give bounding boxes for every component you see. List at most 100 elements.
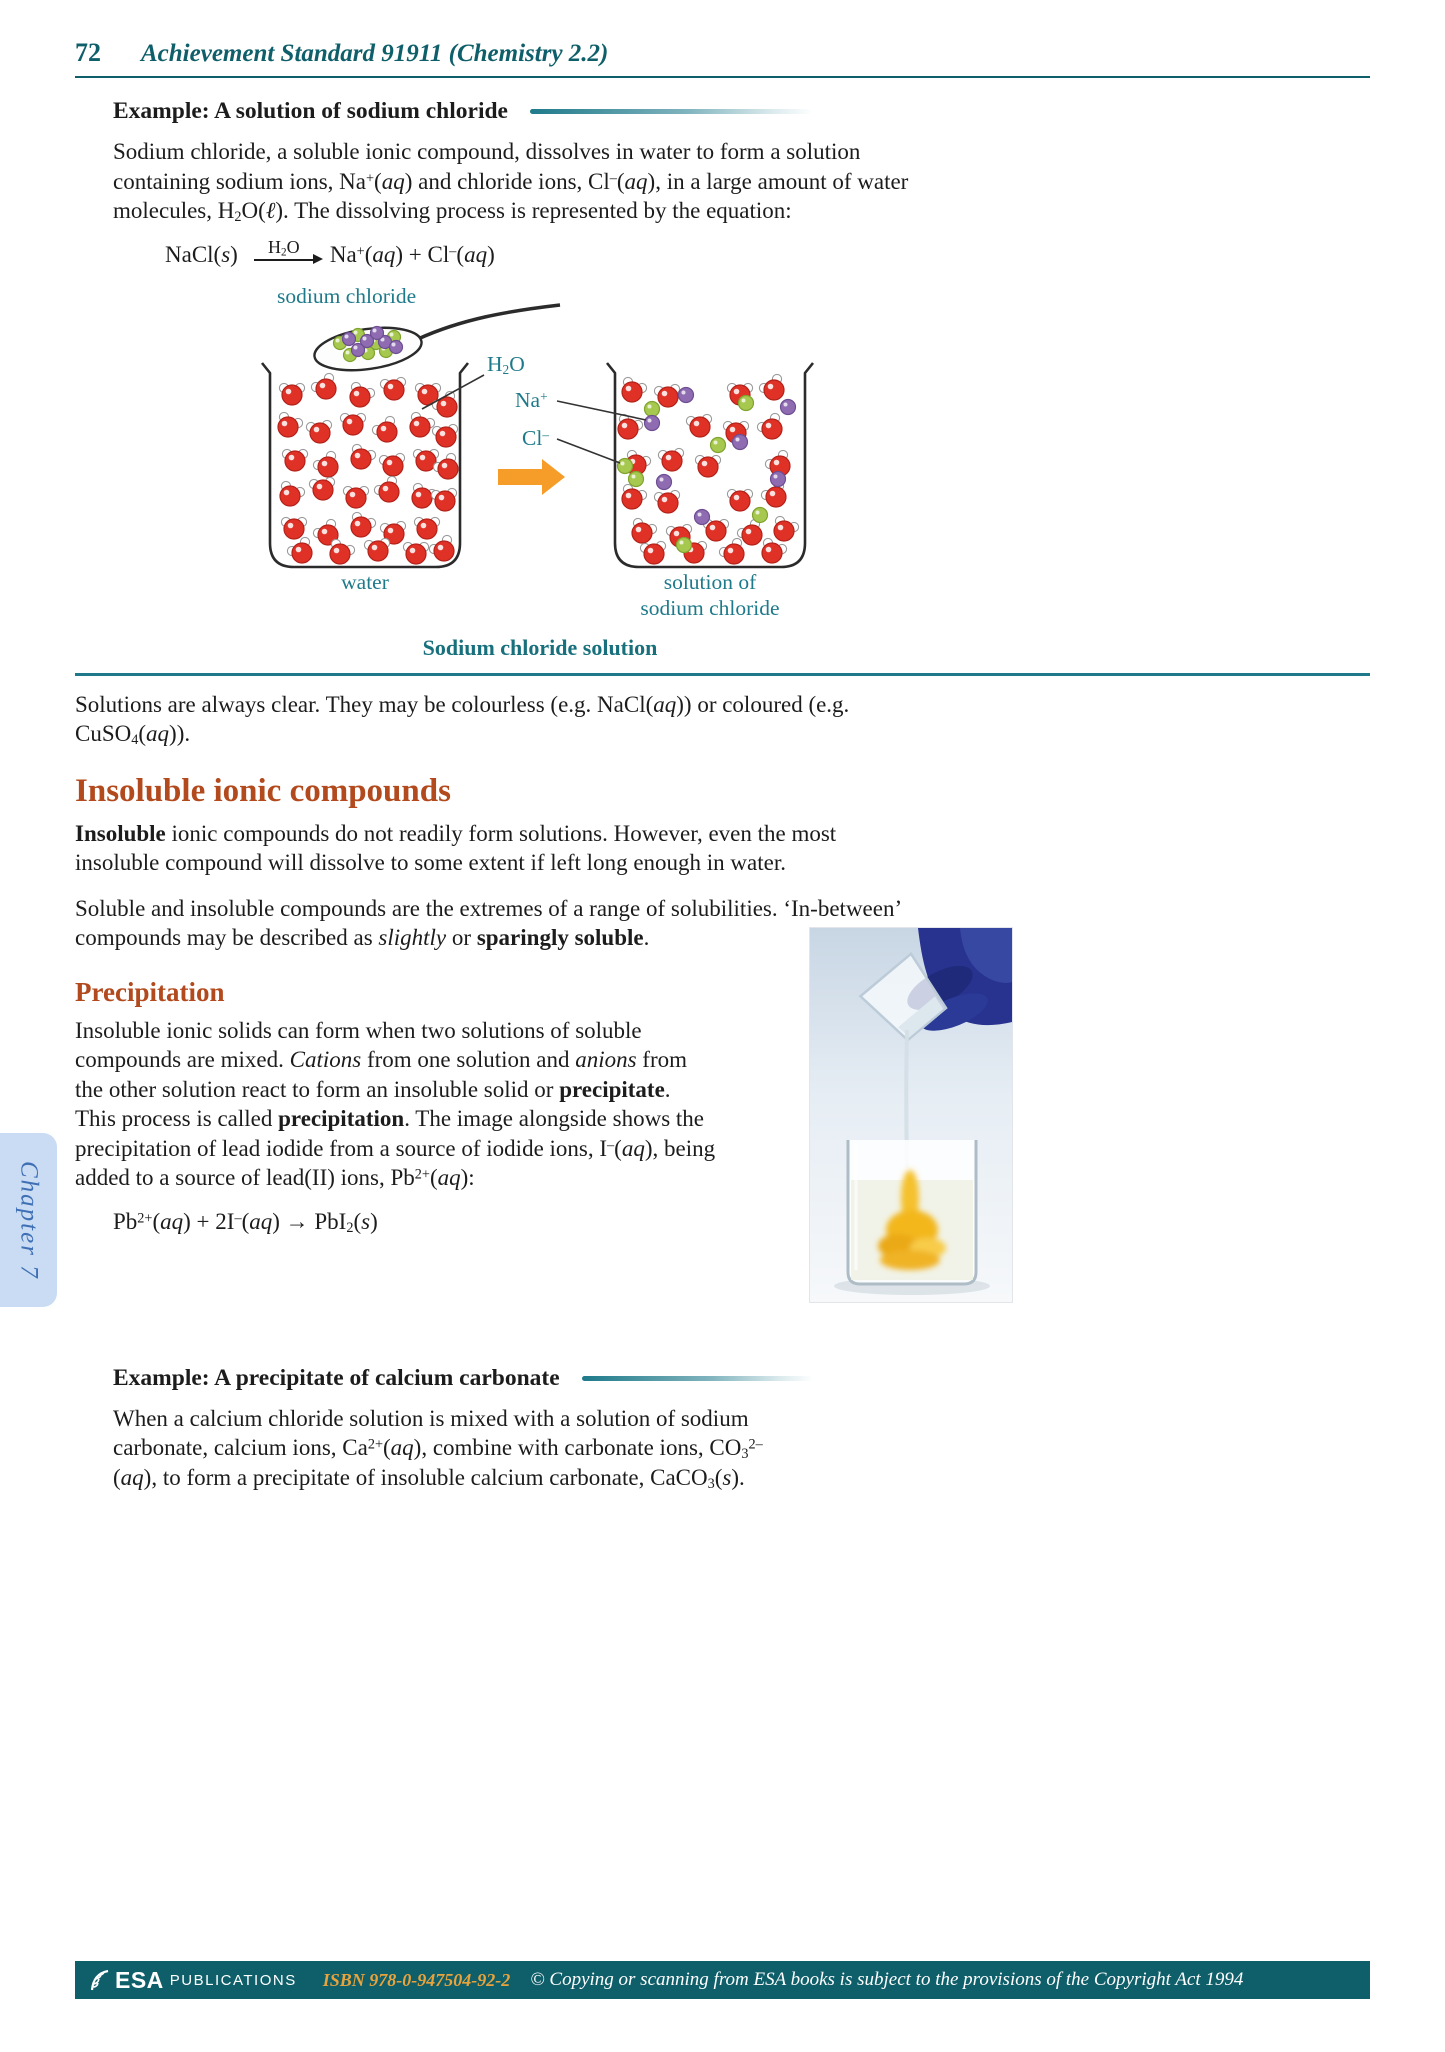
water-molecule	[409, 547, 416, 553]
chapter-tab: Chapter 7	[0, 1133, 57, 1307]
pouring-flask	[858, 951, 948, 1042]
water-molecule	[349, 491, 356, 497]
water-molecule	[354, 452, 361, 458]
solution-particles-right	[616, 373, 800, 565]
water-molecule	[701, 460, 708, 466]
example2-heading-row: Example: A precipitate of calcium carbon…	[113, 1365, 813, 1392]
isbn-text: ISBN 978-0-947504-92-2	[322, 1969, 511, 1990]
precipitation-paragraph: Insoluble ionic solids can form when two…	[75, 1017, 716, 1191]
water-molecule	[281, 420, 288, 426]
water-molecule	[625, 385, 632, 391]
water-molecule	[382, 485, 389, 491]
water-molecule	[333, 547, 340, 553]
water-molecule	[353, 390, 360, 396]
water-molecule	[440, 400, 447, 406]
label-na-ion: Na+	[515, 387, 548, 412]
example1-paragraph: Sodium chloride, a soluble ionic compoun…	[113, 139, 909, 226]
water-molecule	[321, 460, 328, 466]
dissolving-equation: NaCl(s) H2O Na+(aq) + Cl–(aq)	[165, 236, 1370, 271]
solutions-paragraph: Solutions are always clear. They may be …	[75, 691, 850, 749]
example1-heading-row: Example: A solution of sodium chloride	[113, 98, 813, 125]
water-molecule	[415, 491, 422, 497]
page-header: 72 Achievement Standard 91911 (Chemistry…	[75, 38, 1370, 68]
water-molecule	[419, 454, 426, 460]
water-molecule	[371, 544, 378, 550]
water-molecule	[439, 430, 446, 436]
insoluble-paragraph-2: Soluble and insoluble compounds are the …	[75, 895, 903, 951]
page-number: 72	[75, 38, 101, 67]
water-molecule	[733, 388, 740, 394]
header-rule	[75, 76, 1370, 78]
water-molecule	[321, 528, 328, 534]
reaction-arrow-stack: H2O	[253, 236, 323, 268]
diagram-scene	[260, 302, 815, 568]
example2-paragraph: When a calcium chloride solution is mixe…	[113, 1405, 763, 1492]
water-molecule	[295, 546, 302, 552]
salt-crystals	[332, 325, 404, 362]
water-molecule	[661, 390, 668, 396]
precipitation-photo-art	[810, 928, 1012, 1302]
water-molecule	[386, 459, 393, 465]
water-molecule	[665, 454, 672, 460]
water-molecule	[673, 530, 680, 536]
water-molecule	[287, 522, 294, 528]
precipitation-heading: Precipitation	[75, 976, 225, 1007]
example1-title: Example: A solution of sodium chloride	[113, 98, 508, 124]
diagram-caption: Sodium chloride solution	[422, 634, 658, 660]
water-molecule	[647, 547, 654, 553]
reaction-arrow-icon	[253, 253, 323, 265]
water-molecule	[693, 420, 700, 426]
water-molecule	[346, 418, 353, 424]
label-sodium-chloride: sodium chloride	[277, 283, 417, 308]
heading-rule-gradient	[581, 1375, 813, 1381]
water-molecule	[380, 425, 387, 431]
example2-title: Example: A precipitate of calcium carbon…	[113, 1364, 560, 1391]
water-molecule	[765, 546, 772, 552]
label-cl-ion: Cl–	[522, 425, 549, 450]
dissolution-diagram: sodium chloride H2O Na+ Cl– water soluti…	[75, 277, 1370, 629]
water-molecule	[767, 383, 774, 389]
spoon-handle	[417, 302, 561, 341]
water-molecule	[413, 420, 420, 426]
water-molecule	[773, 459, 780, 465]
water-molecule	[283, 489, 290, 495]
water-molecule	[777, 524, 784, 530]
water-molecule	[635, 526, 642, 532]
water-molecule	[769, 490, 776, 496]
water-molecules-left	[277, 372, 459, 565]
water-molecule	[733, 494, 740, 500]
equation-right: Na+(aq) + Cl–(aq)	[329, 242, 495, 268]
water-molecule	[625, 492, 632, 498]
esa-logo: ESA PUBLICATIONS	[87, 1967, 297, 1994]
water-molecule	[313, 426, 320, 432]
water-molecule	[441, 462, 448, 468]
header-title: Achievement Standard 91911 (Chemistry 2.…	[141, 40, 609, 67]
precipitation-equation: Pb2+(aq) + 2I–(aq) → PbI2(s)	[113, 1208, 378, 1236]
label-h2o: H2O	[487, 351, 525, 377]
insoluble-heading: Insoluble ionic compounds	[75, 772, 451, 809]
label-water: water	[341, 569, 389, 594]
footer-bar: ESA PUBLICATIONS ISBN 978-0-947504-92-2 …	[75, 1961, 1370, 1999]
water-molecule	[285, 388, 292, 394]
yellow-precipitate	[878, 1170, 946, 1270]
chapter-tab-label: Chapter 7	[15, 1160, 43, 1280]
equation-left: NaCl(s)	[165, 242, 238, 268]
water-molecule	[288, 454, 295, 460]
water-molecule	[420, 522, 427, 528]
example-calcium-carbonate: Example: A precipitate of calcium carbon…	[113, 1365, 1370, 1493]
water-molecule	[438, 494, 445, 500]
water-molecule	[729, 426, 736, 432]
water-molecule	[621, 422, 628, 428]
water-molecule	[319, 382, 326, 388]
glove-finger	[920, 993, 988, 1031]
example-sodium-chloride: Example: A solution of sodium chloride S…	[113, 98, 1370, 271]
copyright-notice: © Copying or scanning from ESA books is …	[530, 1969, 1244, 1990]
water-molecule	[387, 383, 394, 389]
na-pointer-line	[556, 399, 647, 421]
arrow-condition-label: H2O	[268, 236, 300, 258]
water-molecule	[765, 422, 772, 428]
water-molecule	[421, 388, 428, 394]
precipitation-photo	[810, 928, 1012, 1302]
water-molecule	[437, 544, 444, 550]
water-molecule	[709, 524, 716, 530]
